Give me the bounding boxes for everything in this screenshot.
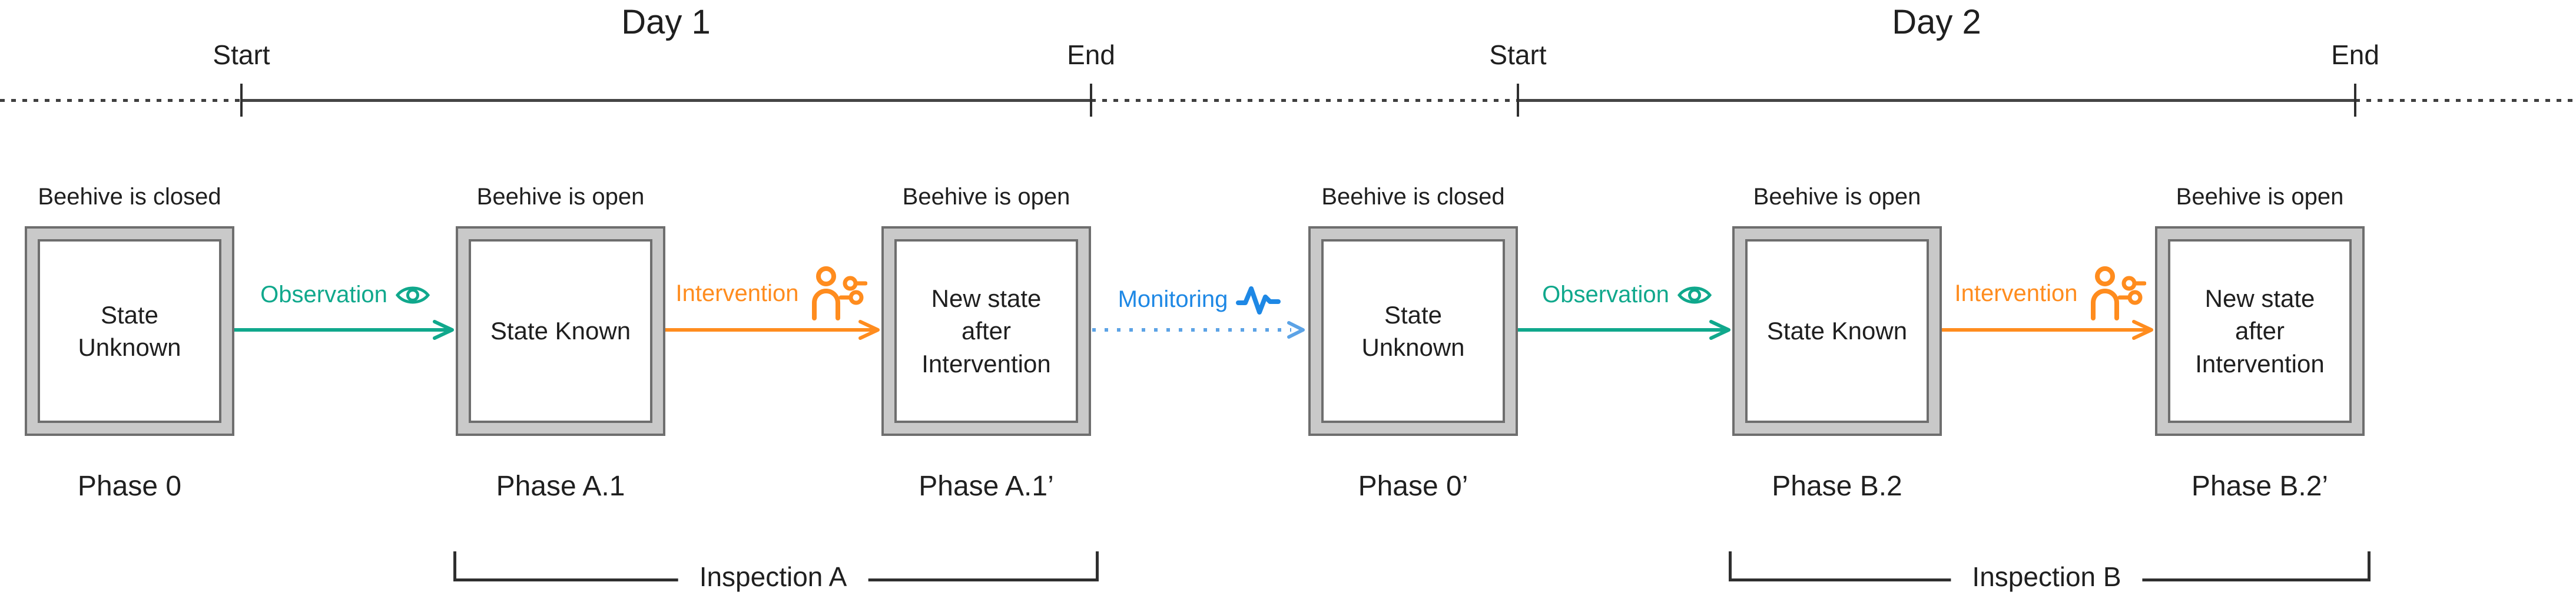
hive-condition-label: Beehive is open <box>1753 184 1921 210</box>
phase-label: Phase A.1’ <box>919 471 1054 502</box>
eye-icon <box>395 286 430 303</box>
phase-label: Phase A.1 <box>496 471 625 502</box>
hive-box: State Known <box>1732 226 1942 436</box>
timeline-mark-start-1: Start <box>213 39 270 70</box>
state-text: State Unknown <box>1361 300 1465 361</box>
timeline-mark-end-2: End <box>2331 39 2379 70</box>
hive-box: State Unknown <box>25 226 234 436</box>
timeline-dotted-segment <box>1091 99 1518 102</box>
timeline-dotted-segment <box>2355 99 2576 102</box>
intervention-arrow <box>1942 320 2153 340</box>
hive-condition-label: Beehive is open <box>476 184 645 210</box>
observation-label-2: Observation <box>1474 282 1780 308</box>
timeline-tick <box>240 84 243 117</box>
inspection-b-label: Inspection B <box>1951 561 2143 593</box>
hive-box: State Unknown <box>1308 226 1518 436</box>
intervention-label-1: Intervention <box>618 264 924 323</box>
phase-label: Phase 0 <box>77 471 182 502</box>
timeline-tick <box>2354 84 2356 117</box>
state-text: New state after Intervention <box>921 284 1051 378</box>
state-text: New state after Intervention <box>2195 284 2325 378</box>
timeline-tick <box>1090 84 1092 117</box>
state-text: State Known <box>490 317 631 345</box>
phase-label: Phase B.2’ <box>2191 471 2329 502</box>
monitoring-label: Monitoring <box>1046 282 1352 317</box>
pulse-icon <box>1236 286 1281 315</box>
timeline-day1-segment <box>241 99 1091 102</box>
phase-label: Phase B.2 <box>1772 471 1902 502</box>
hive-box: State Known <box>456 226 665 436</box>
intervention-label-2: Intervention <box>1897 264 2203 323</box>
hive-box: New state after Intervention <box>2155 226 2365 436</box>
observation-label-1: Observation <box>192 282 498 308</box>
monitoring-arrow <box>1092 321 1305 339</box>
timeline-mark-end-1: End <box>1067 39 1115 70</box>
timeline-dotted-segment <box>0 99 241 102</box>
hive-box: New state after Intervention <box>881 226 1091 436</box>
person-settings-icon <box>811 266 867 320</box>
observation-arrow <box>234 320 454 340</box>
intervention-arrow <box>665 320 880 340</box>
state-text: State Unknown <box>78 300 181 361</box>
inspection-a-label: Inspection A <box>678 561 868 593</box>
timeline-mark-start-2: Start <box>1489 39 1547 70</box>
person-settings-icon <box>2090 266 2146 320</box>
eye-icon <box>1677 286 1712 303</box>
day2-label: Day 2 <box>1892 3 1981 41</box>
timeline-tick <box>1517 84 1519 117</box>
observation-arrow <box>1518 320 1730 340</box>
day1-label: Day 1 <box>621 3 711 41</box>
timeline-day2-segment <box>1518 99 2355 102</box>
state-text: State Known <box>1766 317 1908 345</box>
hive-condition-label: Beehive is closed <box>38 184 221 210</box>
hive-condition-label: Beehive is closed <box>1321 184 1505 210</box>
phase-label: Phase 0’ <box>1358 471 1468 502</box>
hive-condition-label: Beehive is open <box>902 184 1070 210</box>
hive-condition-label: Beehive is open <box>2176 184 2344 210</box>
